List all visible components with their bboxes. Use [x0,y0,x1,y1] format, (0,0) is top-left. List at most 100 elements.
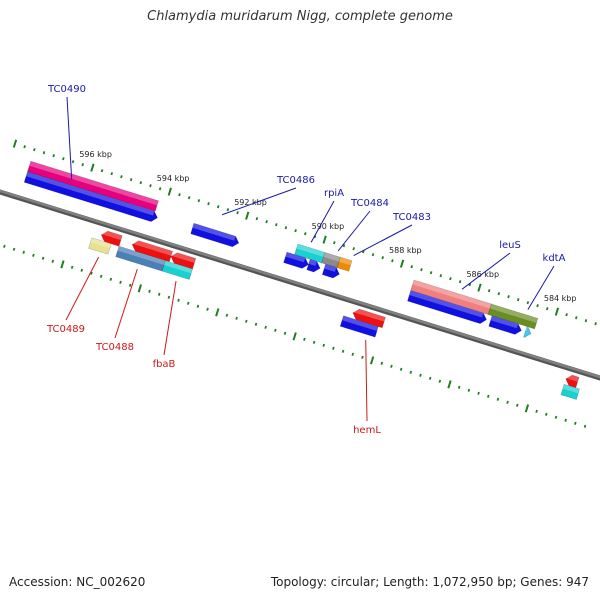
gene-feature-16 [170,252,197,270]
gene-feature-23 [560,383,580,400]
lower-scale-tick [496,397,500,401]
lower-scale-tick [206,307,209,311]
lower-scale-tick [99,274,103,278]
gene-feature-6 [283,251,309,269]
upper-scale-tick [197,199,201,203]
gene-label-rpia: rpiA [324,188,344,199]
lower-scale-tick [186,301,190,305]
upper-scale-tick [516,298,520,302]
upper-scale-tick [42,151,46,155]
gene-feature-20 [352,308,386,329]
gene-label-fbab: fbaB [153,359,176,370]
scale-label: 586 kbp [466,270,499,279]
lower-scale-tick [22,250,26,254]
upper-scale-tick [81,163,84,167]
upper-scale-tick [33,148,36,152]
gene-feature-gloss-15 [132,239,173,256]
lower-scale-tick [167,295,171,299]
lower-scale-tick [486,394,490,398]
gene-label-leader [461,252,511,290]
upper-scale-tick [255,217,259,221]
upper-scale-tick [120,175,123,179]
gene-label-leader [310,200,335,243]
lower-scale-tick [467,388,471,392]
upper-scale-tick [207,202,210,206]
lower-scale-tick [283,331,287,335]
upper-scale-tick [294,229,297,233]
lower-scale-tick [225,313,229,317]
genome-backbone [0,189,600,381]
gene-label-leus: leuS [499,240,521,251]
gene-label-tc0490: TC0490 [47,84,86,95]
lower-scale-tick [535,409,538,413]
gene-feature-gloss-7 [308,259,317,266]
upper-scale-tick [149,184,152,188]
gene-label-tc0486: TC0486 [276,175,315,186]
gene-label-tc0489: TC0489 [46,324,85,335]
upper-scale-tick [110,172,114,176]
upper-scale-tick [391,259,394,263]
upper-scale-tick [342,244,346,248]
gene-label-leader [65,256,100,321]
backbone-highlight [0,189,600,379]
scale-label: 590 kbp [312,222,345,231]
upper-scale-tick [129,178,133,182]
upper-scale-tick [399,259,405,268]
lower-scale-tick [351,352,355,356]
lower-scale-tick [157,292,161,296]
lower-scale-tick [409,370,413,374]
gene-label-leader [114,268,138,339]
lower-scale-tick [137,284,142,293]
upper-scale-tick [304,232,307,236]
upper-scale-tick [23,145,26,149]
lower-scale-tick [119,280,122,284]
upper-scale-tick [226,208,230,212]
lower-scale-tick [12,247,16,251]
gene-feature-gloss-3 [296,244,325,257]
gene-label-leader [365,339,368,422]
scale-label: 592 kbp [234,198,267,207]
gene-feature-gloss-1 [26,171,155,216]
gene-feature-13 [523,326,532,338]
upper-scale-tick [284,226,288,230]
upper-scale-tick [333,241,336,245]
upper-scale-tick [167,187,172,196]
lower-scale-tick [303,337,306,341]
lower-scale-tick [361,355,364,359]
gene-feature-gloss-17 [90,237,112,249]
lower-scale-tick [109,277,113,281]
gene-label-leader [221,187,297,216]
upper-scale-tick [100,169,104,173]
gene-feature-gloss-6 [285,252,306,263]
lower-scale-tick [177,298,180,302]
upper-scale-tick [12,139,18,148]
gene-feature-gloss-8 [324,264,337,272]
gene-feature-5 [336,256,353,272]
lower-scale-tick [274,328,277,332]
gene-feature-gloss-19 [164,260,193,274]
scale-label: 588 kbp [389,246,422,255]
gene-features [23,160,580,400]
upper-scale-tick [187,196,191,200]
upper-scale-tick [439,274,443,278]
lower-scale-tick [419,373,422,377]
gene-labels: TC0490TC0486rpiATC0484TC0483leuSkdtATC04… [46,84,566,436]
upper-scale-tick [584,319,588,323]
gene-feature-14 [100,230,123,247]
gene-label-tc0484: TC0484 [350,198,389,209]
upper-scale-tick [158,187,162,191]
scale-label: 594 kbp [157,174,190,183]
lower-scale-tick [196,304,200,308]
gene-feature-1 [23,171,158,222]
upper-scale-tick [507,295,510,299]
gene-feature-gloss-2 [192,223,236,241]
gene-label-leader [66,96,73,180]
lower-scale-tick [457,385,461,389]
gene-feature-19 [161,260,193,280]
upper-scale-tick [139,181,143,185]
gene-label-leader [163,281,177,356]
upper-scale-tick [545,307,549,311]
upper-scale-tick [477,283,482,292]
upper-scale-tick [265,220,268,224]
